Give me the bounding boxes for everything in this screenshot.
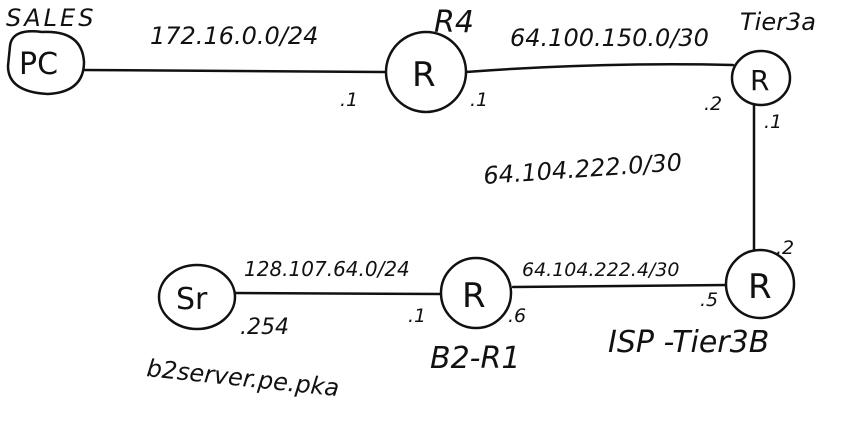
node-b2r1: R [439,256,513,330]
pc-symbol: PC [19,47,58,82]
addr-isp-west: .5 [700,289,718,311]
addr-tier3a-south: .1 [764,111,782,133]
link-pc-r4 [80,68,390,74]
link-isp-b2r1 [511,283,729,289]
tier3a-symbol: R [750,64,769,97]
net-isp-b2r1: 64.104.222.4/30 [522,259,680,281]
r4-label: R4 [434,5,474,40]
server-label: b2server.pe.pka [145,354,340,402]
net-tier3a-isp: 64.104.222.0/30 [482,148,682,190]
node-isp-tier3b: R [724,248,796,320]
addr-b2r1-west: .1 [408,305,426,327]
net-pc-r4: 172.16.0.0/24 [150,22,318,50]
addr-b2r1-east: .6 [508,305,526,327]
net-b2r1-server: 128.107.64.0/24 [244,257,410,281]
addr-server: .254 [240,315,289,340]
addr-isp-north: .2 [776,237,794,259]
b2r1-symbol: R [462,276,486,316]
net-r4-tier3a: 64.100.150.0/30 [510,24,709,52]
node-r4: R [384,30,468,114]
addr-r4-lan: .1 [340,89,358,111]
link-r4-tier3a [464,63,735,74]
isp-tier3b-symbol: R [748,267,772,307]
addr-r4-wan: .1 [470,89,488,111]
tier3a-label: Tier3a [740,8,816,36]
r4-symbol: R [412,55,436,95]
node-server: Sr [157,263,237,331]
b2r1-label: B2-R1 [430,341,520,376]
isp-tier3b-label: ISP -Tier3B [608,325,769,360]
link-b2r1-server [232,291,442,296]
addr-tier3a-west: .2 [704,93,722,115]
pc-label: SALES [6,4,96,32]
node-tier3a: R [730,49,792,107]
node-pc: PC [6,30,86,96]
server-symbol: Sr [176,282,208,317]
